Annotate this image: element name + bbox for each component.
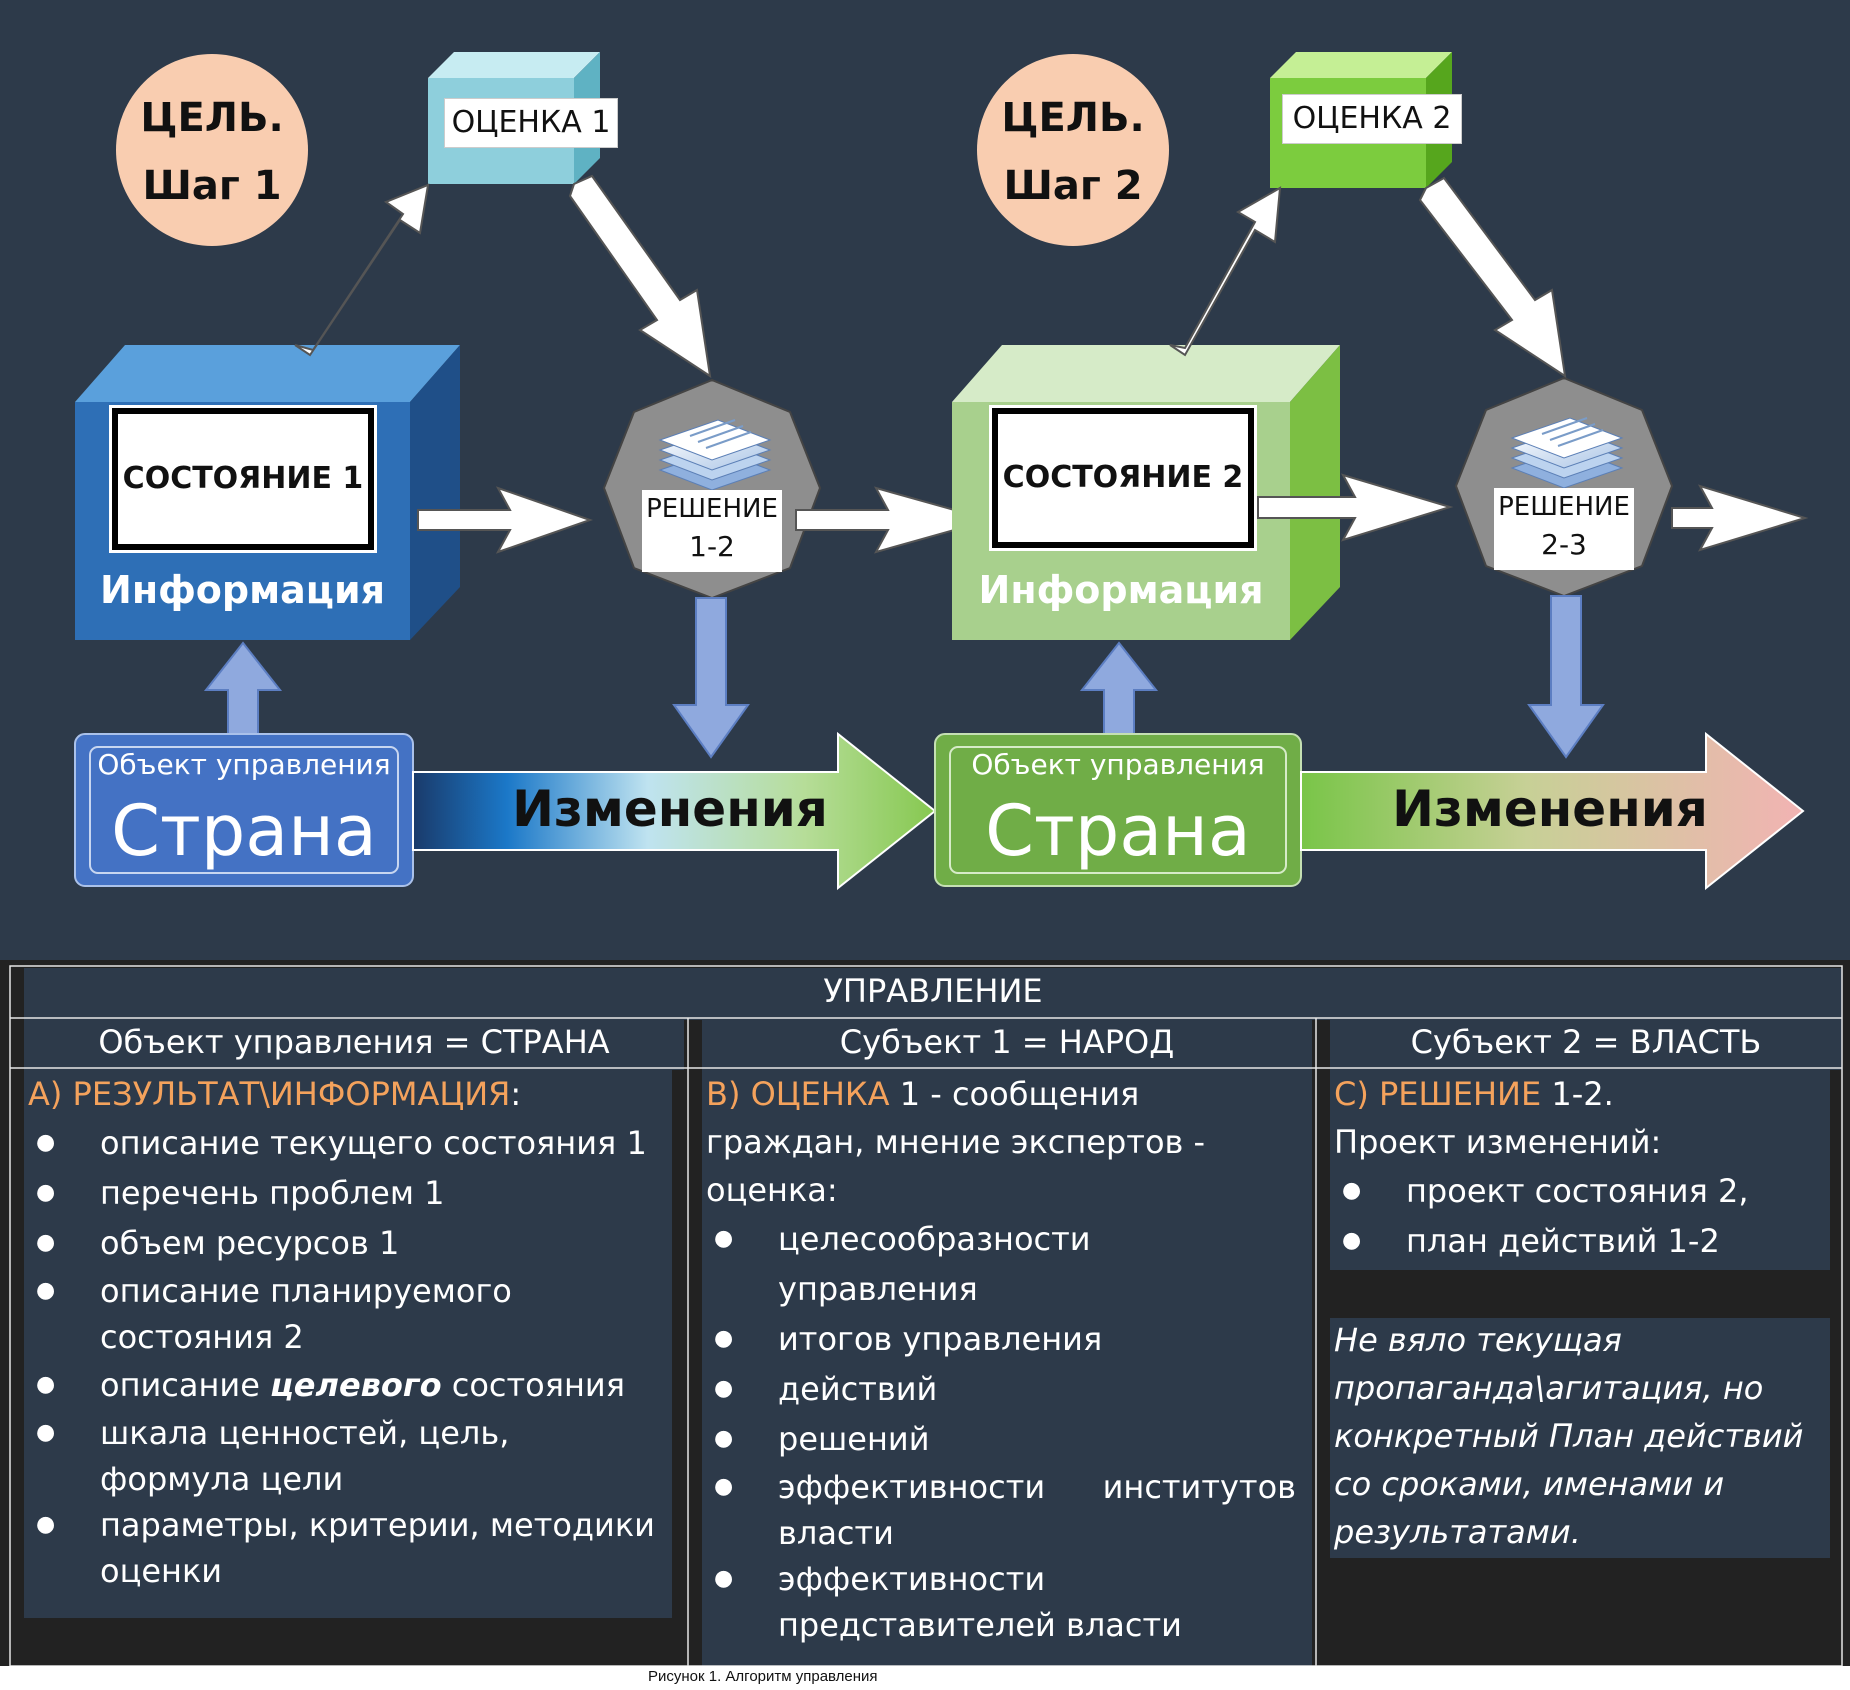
arrow-decision1-to-changes1 <box>672 597 750 759</box>
col3-intro: C) РЕШЕНИЕ 1-2. <box>1334 1070 1834 1118</box>
changes2-arrow <box>1300 731 1805 891</box>
object-2-name: Страна <box>985 790 1251 872</box>
col1-item: объем ресурсов 1 <box>28 1218 668 1268</box>
col3-content: C) РЕШЕНИЕ 1-2. Проект изменений: проект… <box>1334 1070 1834 1266</box>
col1-intro-suffix: : <box>510 1075 522 1113</box>
col2-intro-heading: B) ОЦЕНКА <box>706 1075 890 1113</box>
col1-intro-heading: A) РЕЗУЛЬТАТ\ИНФОРМАЦИЯ <box>28 1075 511 1113</box>
col1-item5-emph: целевого <box>270 1366 442 1404</box>
col3-item: проект состояния 2, <box>1334 1166 1834 1216</box>
eval2-top <box>1270 52 1452 78</box>
col2-content: B) ОЦЕНКА 1 - сообщения граждан, мнение … <box>706 1070 1296 1648</box>
goal-1-line1: ЦЕЛЬ. <box>140 95 284 141</box>
info-1-label: Информация <box>100 568 385 612</box>
col2-item: эффективности представителей власти <box>706 1556 1296 1648</box>
col3-note: Не вяло текущая пропаганда\агитация, но … <box>1334 1321 1804 1551</box>
state-2-box: СОСТОЯНИЕ 2 <box>992 408 1254 548</box>
col1-item5-lead: описание <box>100 1366 271 1404</box>
col3-line2: Проект изменений: <box>1334 1123 1662 1161</box>
col3-intro-suffix: 1-2. <box>1541 1075 1614 1113</box>
papers-icon-1 <box>658 419 772 491</box>
col3-bg-note <box>1330 1318 1830 1558</box>
col1-intro: A) РЕЗУЛЬТАТ\ИНФОРМАЦИЯ: <box>28 1070 668 1118</box>
col1-list: описание текущего состояния 1 перечень п… <box>28 1118 668 1594</box>
col3-list: проект состояния 2, план действий 1-2 <box>1334 1166 1834 1266</box>
object-1-caption: Объект управления <box>97 748 391 781</box>
decision-1-line1: РЕШЕНИЕ <box>646 494 778 524</box>
col3-header: Субъект 2 = ВЛАСТЬ <box>1410 1023 1762 1061</box>
col2-item: действий <box>706 1364 1296 1414</box>
decision-1-label: РЕШЕНИЕ 1-2 <box>642 490 782 572</box>
decision-2-line2: 2-3 <box>1541 528 1587 561</box>
arrow-decision2-to-next <box>1671 484 1809 552</box>
arrow-eval2-to-decision2 <box>1418 176 1567 379</box>
col1-item: перечень проблем 1 <box>28 1168 668 1218</box>
goal-2-line2: Шаг 2 <box>1003 163 1143 209</box>
changes-2-label: Изменения <box>1392 780 1708 838</box>
goal-2-text: ЦЕЛЬ. Шаг 2 <box>977 84 1169 220</box>
col1-header: Объект управления = СТРАНА <box>98 1023 610 1061</box>
cube1-top <box>75 345 460 402</box>
decision-2-label: РЕШЕНИЕ 2-3 <box>1494 488 1634 570</box>
arrow-state1-to-eval1 <box>294 183 430 357</box>
col3-item: план действий 1-2 <box>1334 1216 1834 1266</box>
col3-intro-heading: C) РЕШЕНИЕ <box>1334 1075 1542 1113</box>
evaluation-1-label: ОЦЕНКА 1 <box>444 98 618 148</box>
col1-item: описание текущего состояния 1 <box>28 1118 668 1168</box>
goal-circle-2 <box>977 54 1169 246</box>
figure-caption: Рисунок 1. Алгоритм управления <box>648 1668 878 1685</box>
arrow-eval1-to-decision1 <box>568 174 712 379</box>
arrow-decision1-to-state2 <box>795 486 994 554</box>
col2-header: Субъект 1 = НАРОД <box>839 1023 1175 1061</box>
col2-list: целесообразности управления итогов управ… <box>706 1214 1296 1648</box>
col2-item: эффективности институтов власти <box>706 1464 1296 1556</box>
col1-content: A) РЕЗУЛЬТАТ\ИНФОРМАЦИЯ: описание текуще… <box>28 1070 668 1594</box>
state-1-box: СОСТОЯНИЕ 1 <box>112 408 374 550</box>
changes1-arrow <box>412 731 937 891</box>
col1-item: параметры, критерии, методики оценки <box>28 1502 668 1594</box>
papers-icon-2 <box>1510 417 1624 489</box>
arrow-decision2-to-changes2 <box>1527 595 1605 759</box>
arrow-object2-to-info2 <box>1079 641 1159 736</box>
table-title: УПРАВЛЕНИЕ <box>823 972 1043 1010</box>
goal-1-line2: Шаг 1 <box>142 163 282 209</box>
info-2-label: Информация <box>978 568 1264 612</box>
decision-2-line1: РЕШЕНИЕ <box>1498 492 1630 522</box>
arrow-object1-to-info1 <box>203 641 283 736</box>
cube1-side <box>410 345 460 640</box>
col2-item: решений <box>706 1414 1296 1464</box>
arrow-state2-to-decision2 <box>1257 473 1454 542</box>
arrow-state1-to-decision1 <box>417 486 594 554</box>
goal-1-text: ЦЕЛЬ. Шаг 1 <box>116 84 308 220</box>
object-1-name: Страна <box>111 790 377 872</box>
col2-item: итогов управления <box>706 1314 1296 1364</box>
changes-1-label: Изменения <box>512 780 828 838</box>
arrow-state2-to-eval2 <box>1169 186 1282 357</box>
cube2-top <box>952 345 1340 402</box>
col1-item5-tail: состояния <box>441 1366 625 1404</box>
col2-intro: B) ОЦЕНКА 1 - сообщения граждан, мнение … <box>706 1070 1296 1214</box>
goal-2-line1: ЦЕЛЬ. <box>1001 95 1145 141</box>
col1-item: описание планируемого состояния 2 <box>28 1268 668 1360</box>
col2-intro-suffix: 1 - сообщения граждан, мнение экспертов … <box>706 1075 1206 1209</box>
cube2-side <box>1290 345 1340 640</box>
col1-item: описание целевого состояния <box>28 1360 668 1410</box>
col2-item: целесообразности управления <box>706 1214 1296 1314</box>
decision-1-line2: 1-2 <box>689 530 735 563</box>
col1-item: шкала ценностей, цель, формула цели <box>28 1410 668 1502</box>
goal-circle-1 <box>116 54 308 246</box>
eval1-top <box>428 52 600 78</box>
evaluation-2-label: ОЦЕНКА 2 <box>1282 94 1462 144</box>
object-2-caption: Объект управления <box>971 748 1265 781</box>
